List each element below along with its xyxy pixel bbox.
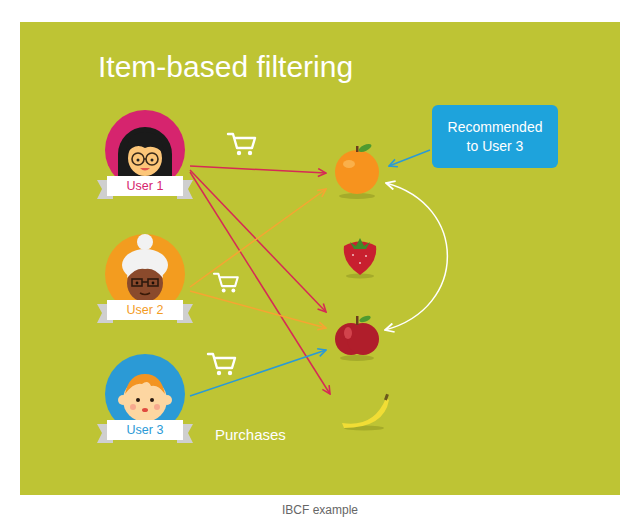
user-label: User 1 (127, 176, 164, 196)
strawberry-seed (359, 262, 361, 264)
banana-fruit (342, 394, 389, 431)
avatar-hair (118, 127, 172, 181)
avatar-mouth (140, 293, 150, 295)
name-ribbon (97, 420, 193, 443)
avatar-hair (125, 374, 165, 394)
avatar-eye (136, 282, 139, 285)
cart-wheel (228, 371, 232, 375)
purchase-arrow (190, 172, 330, 394)
avatar-bun (137, 234, 153, 250)
caption-holder: IBCF example (0, 503, 640, 517)
ribbon-band (107, 420, 183, 440)
avatar-eye (137, 159, 140, 162)
purchase-arrow (190, 350, 326, 396)
banana-body (342, 398, 389, 428)
strawberry-fruit (344, 238, 376, 279)
name-ribbon (97, 300, 193, 323)
avatar-cheek (130, 404, 136, 410)
apple-highlight (344, 327, 352, 339)
apple-fruit (335, 315, 379, 361)
avatar-cheek (154, 404, 160, 410)
callout-box: Recommended to User 3 (432, 105, 558, 168)
title-holder: Item-based filtering (98, 50, 353, 84)
annotation-label: Purchases (215, 426, 286, 443)
cart-wheel (237, 151, 241, 155)
similarity-arrow (385, 183, 447, 330)
avatar-eye (136, 398, 140, 402)
user-avatar: User 2 (88, 232, 202, 328)
cart-wheel (248, 151, 252, 155)
strawberry-seed (365, 255, 367, 257)
ribbon-band (107, 176, 183, 196)
user-avatar: User 3 (88, 352, 202, 448)
avatar-glasses (142, 281, 148, 283)
purchase-arrows (190, 150, 447, 396)
avatar-mouth (142, 408, 148, 412)
fruit-stem (356, 316, 359, 325)
cart-body (214, 274, 238, 286)
diagram-title: Item-based filtering (98, 50, 353, 84)
ribbon-band (107, 300, 183, 320)
avatar-glasses (132, 153, 144, 165)
cart-wheel (217, 371, 221, 375)
orange-highlight (343, 160, 355, 168)
strawberry-leaves (350, 238, 370, 249)
avatar-bangs (126, 132, 164, 154)
user-avatar: User 1 (88, 108, 202, 204)
figure-caption: IBCF example (0, 503, 640, 517)
avatar-hair (127, 258, 163, 278)
cart-wheel (231, 289, 235, 293)
apple-body (347, 323, 379, 355)
background-panel (20, 22, 620, 495)
purchase-arrow (190, 170, 326, 312)
avatar-mouth (140, 168, 150, 171)
avatar-eye (151, 159, 154, 162)
cart-body (228, 134, 255, 148)
avatar-glasses (132, 279, 142, 286)
name-ribbon (97, 176, 193, 199)
strawberry-seed (352, 254, 354, 256)
avatar-glasses (144, 158, 146, 160)
avatar-eye (152, 282, 155, 285)
purchase-arrow (190, 189, 326, 287)
purchase-arrow (190, 166, 326, 173)
fruit-shadow (340, 355, 374, 361)
fruit-stem (356, 146, 359, 152)
user-label: User 3 (127, 420, 164, 440)
cart-icon (208, 354, 235, 375)
recommendation-leader (389, 150, 430, 166)
label-holder: Purchases (215, 426, 286, 443)
cart-wheel (222, 289, 226, 293)
purchase-arrow (190, 291, 326, 328)
orange-body (335, 150, 379, 194)
user-label: User 2 (127, 300, 164, 320)
banana-stem (384, 394, 389, 401)
callout-text: Recommended to User 3 (446, 118, 544, 156)
cart-body (208, 354, 235, 368)
orange-fruit (335, 142, 379, 199)
cart-icon (228, 134, 255, 155)
fruit-leaf (357, 142, 372, 153)
avatar-eye (150, 398, 154, 402)
avatar-glasses (146, 153, 158, 165)
fruit-leaf (358, 315, 371, 324)
cart-icon (214, 274, 238, 293)
avatar-glasses (148, 279, 158, 286)
